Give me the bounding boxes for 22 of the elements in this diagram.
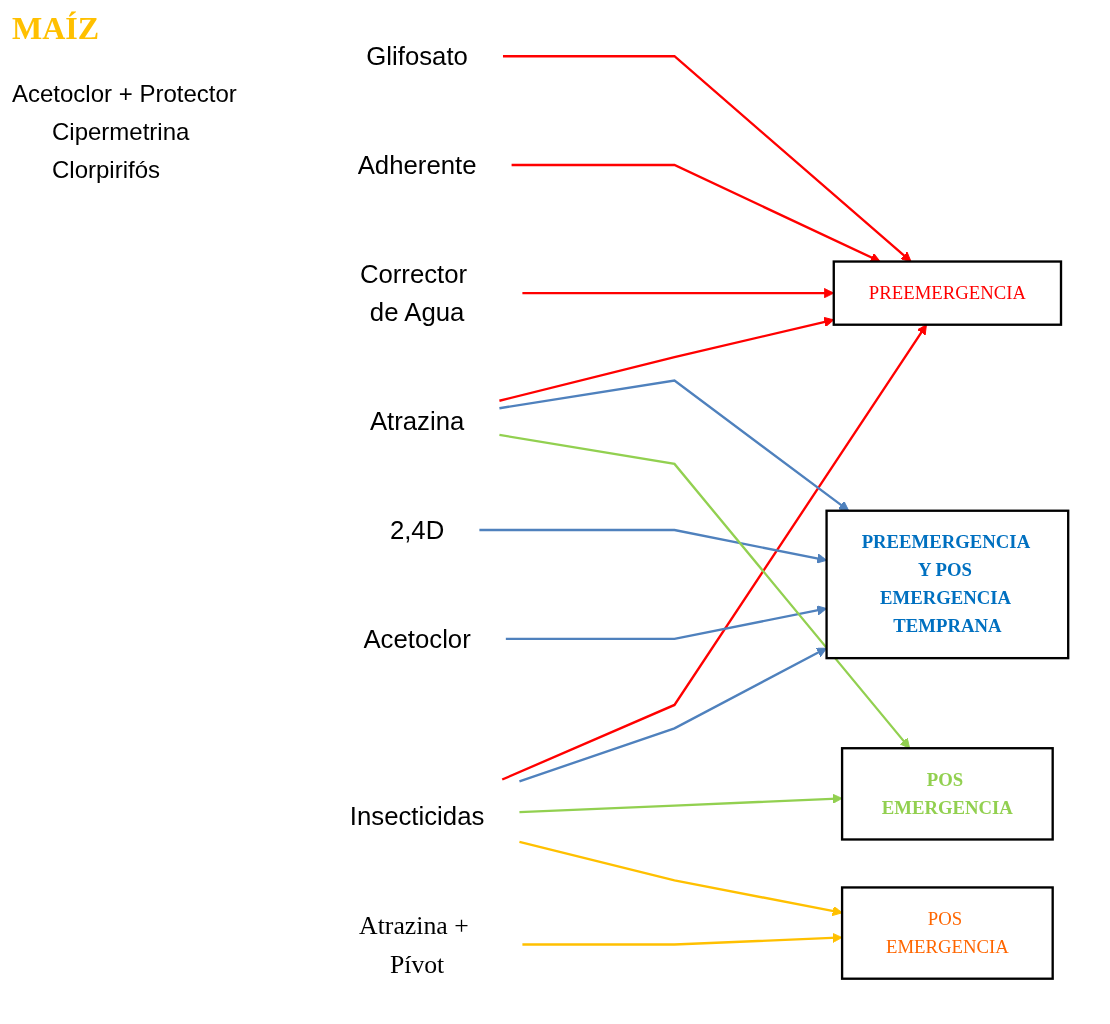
arrow <box>522 932 843 946</box>
node-text: Atrazina + Pívot <box>359 910 469 979</box>
note-text: Acetoclor + Protector <box>12 80 238 108</box>
list-item: Cipermetrina <box>51 118 191 146</box>
node-box: PREEMERGENCIA <box>832 260 1063 326</box>
node-text: Insecticidas <box>349 801 485 831</box>
arrow <box>503 55 912 262</box>
arrow <box>501 324 927 781</box>
arrow <box>499 433 911 749</box>
node-text: Corrector de Agua <box>359 259 468 328</box>
node-box: POS EMERGENCIA <box>840 747 1054 841</box>
list-item: Clorpirifós <box>51 156 162 184</box>
node-text: Adherente <box>357 150 477 180</box>
node-text: Atrazina <box>369 406 465 436</box>
node-text: Glifosato <box>366 41 468 71</box>
node-text: Acetoclor <box>363 624 471 654</box>
node-box: PREEMERGENCIA Y POS EMERGENCIA TEMPRANA <box>825 509 1070 660</box>
node-box: POS EMERGENCIA <box>840 886 1054 980</box>
arrow <box>519 840 843 917</box>
title: MAÍZ <box>12 10 100 47</box>
node-text: 2,4D <box>389 515 445 545</box>
arrow <box>519 793 843 814</box>
